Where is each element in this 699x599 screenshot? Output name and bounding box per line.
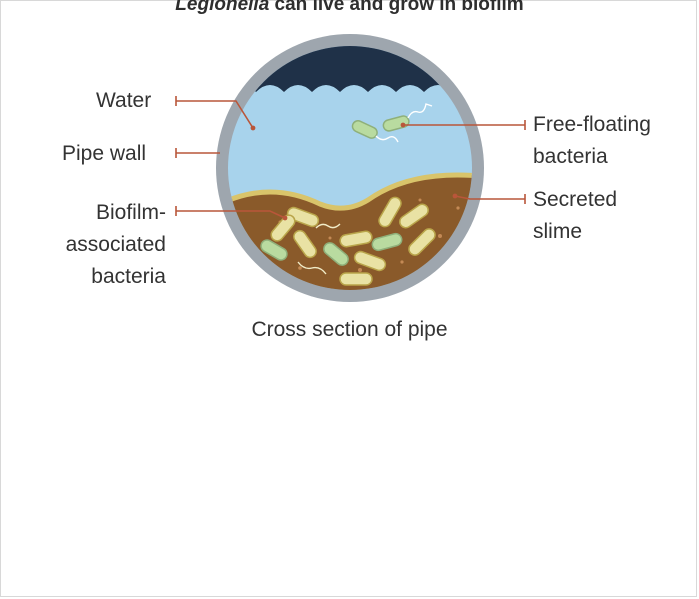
secreted-slime-label-line2: slime — [533, 220, 583, 243]
biofilm-bacterium — [371, 232, 403, 252]
free-floating-label-line1: Free-floating — [533, 113, 651, 136]
biofilm-leader — [176, 210, 286, 219]
free-floating-label-line2: bacteria — [533, 145, 608, 168]
bacterium-flagellum — [297, 261, 327, 275]
leader-lines — [175, 96, 526, 219]
bacterium-flagellum — [375, 135, 399, 143]
biofilm-bacterium — [408, 228, 436, 256]
free-floating-leader-dot — [400, 122, 406, 128]
biofilm-label-line1: Biofilm- — [95, 201, 166, 224]
diagram-title: Legionella can live and grow in biofilm — [0, 0, 699, 16]
biofilm-bacterium — [260, 239, 288, 261]
biofilm-bacteria-cluster — [260, 196, 436, 286]
biofilm-leader-dot — [282, 215, 288, 221]
biofilm-label-line2: associated — [65, 233, 166, 256]
biofilm-bacterium — [270, 214, 296, 242]
pipe-wall-label: Pipe wall — [62, 142, 147, 165]
biofilm-surface-edge — [228, 172, 472, 211]
slime-leader — [454, 195, 525, 200]
title-rest: can live and grow in biofilm — [269, 0, 524, 15]
biofilm-bacterium — [339, 272, 373, 286]
leader-endpoints — [250, 122, 458, 221]
title-italic-part: Legionella — [175, 0, 270, 15]
free-bacterium — [351, 120, 378, 139]
water-leader-dot — [250, 125, 256, 131]
biofilm-bacterium — [286, 206, 320, 228]
water-label: Water — [96, 89, 152, 112]
diagram-caption: Cross section of pipe — [251, 318, 448, 341]
air-pocket — [228, 46, 472, 92]
biofilm-bacterium — [293, 229, 317, 259]
biofilm-bacterium — [323, 242, 349, 266]
slime-leader-dot — [452, 193, 458, 199]
secreted-slime-label-line1: Secreted — [533, 188, 618, 211]
bacterium-flagellum — [315, 223, 341, 229]
bacterium-flagellum — [407, 103, 433, 119]
biofilm-bacterium — [399, 203, 429, 229]
biofilm-bacterium — [378, 196, 402, 228]
biofilm-bacterium — [353, 250, 387, 272]
water-leader — [176, 100, 254, 129]
biofilm-label-line3: bacteria — [91, 265, 166, 288]
biofilm-bacterium — [339, 230, 373, 248]
